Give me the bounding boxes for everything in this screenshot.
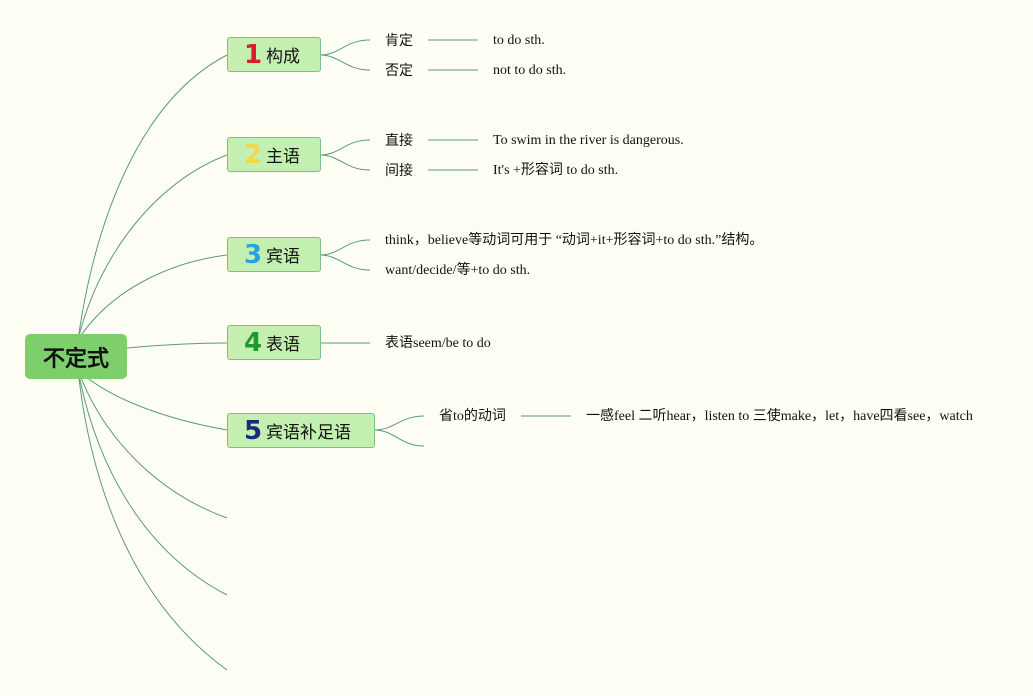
number-3-icon: 3 xyxy=(244,239,263,270)
link-root-b5 xyxy=(77,369,228,431)
branch-3-child-2[interactable]: want/decide/等+to do sth. xyxy=(385,263,531,278)
link-root-b4 xyxy=(126,342,228,349)
branch-4-node[interactable]: 4 表语 xyxy=(227,325,321,360)
branch-1-child-1-detail[interactable]: to do sth. xyxy=(493,33,545,48)
branch-1-child-1[interactable]: 肯定 xyxy=(385,33,413,49)
branch-4-child-1[interactable]: 表语seem/be to do xyxy=(385,336,491,351)
branch-2-node[interactable]: 2 主语 xyxy=(227,137,321,172)
branch-4-label: 表语 xyxy=(266,335,300,355)
branch-5-label: 宾语补足语 xyxy=(266,423,351,443)
number-4-icon: 4 xyxy=(244,327,263,358)
branch-2-child-1[interactable]: 直接 xyxy=(385,133,413,149)
root-label: 不定式 xyxy=(42,346,109,372)
link-root-b3 xyxy=(77,254,228,341)
branch-1-node[interactable]: 1 构成 xyxy=(227,37,321,72)
number-5-icon: 5 xyxy=(244,415,263,446)
link-root-empty-2 xyxy=(77,369,228,596)
branch-2-child-1-detail[interactable]: To swim in the river is dangerous. xyxy=(493,133,684,148)
root-node[interactable]: 不定式 xyxy=(25,334,127,379)
link-root-empty-1 xyxy=(77,369,228,519)
link-root-b1 xyxy=(77,54,228,341)
branch-2-child-2-detail[interactable]: It's +形容词 to do sth. xyxy=(493,163,619,178)
number-2-icon: 2 xyxy=(244,139,263,170)
branch-2-label: 主语 xyxy=(266,147,300,167)
number-1-icon: 1 xyxy=(244,39,263,70)
branch-3-node[interactable]: 3 宾语 xyxy=(227,237,321,272)
link-root-b2 xyxy=(77,154,228,341)
branch-5-child-1[interactable]: 省to的动词 xyxy=(439,409,506,424)
branch-1-child-2[interactable]: 否定 xyxy=(385,63,413,79)
link-root-empty-3 xyxy=(77,369,228,671)
branch-3-child-1[interactable]: think，believe等动词可用于 “动词+it+形容词+to do sth… xyxy=(385,233,764,248)
branch-3-label: 宾语 xyxy=(266,247,300,267)
branch-2-child-2[interactable]: 间接 xyxy=(385,163,413,179)
branch-1-label: 构成 xyxy=(266,47,300,67)
branch-5-child-1-detail[interactable]: 一感feel 二听hear，listen to 三使make，let，have四… xyxy=(586,409,973,424)
branch-1-child-2-detail[interactable]: not to do sth. xyxy=(493,63,567,78)
branch-5-node[interactable]: 5 宾语补足语 xyxy=(227,413,375,448)
